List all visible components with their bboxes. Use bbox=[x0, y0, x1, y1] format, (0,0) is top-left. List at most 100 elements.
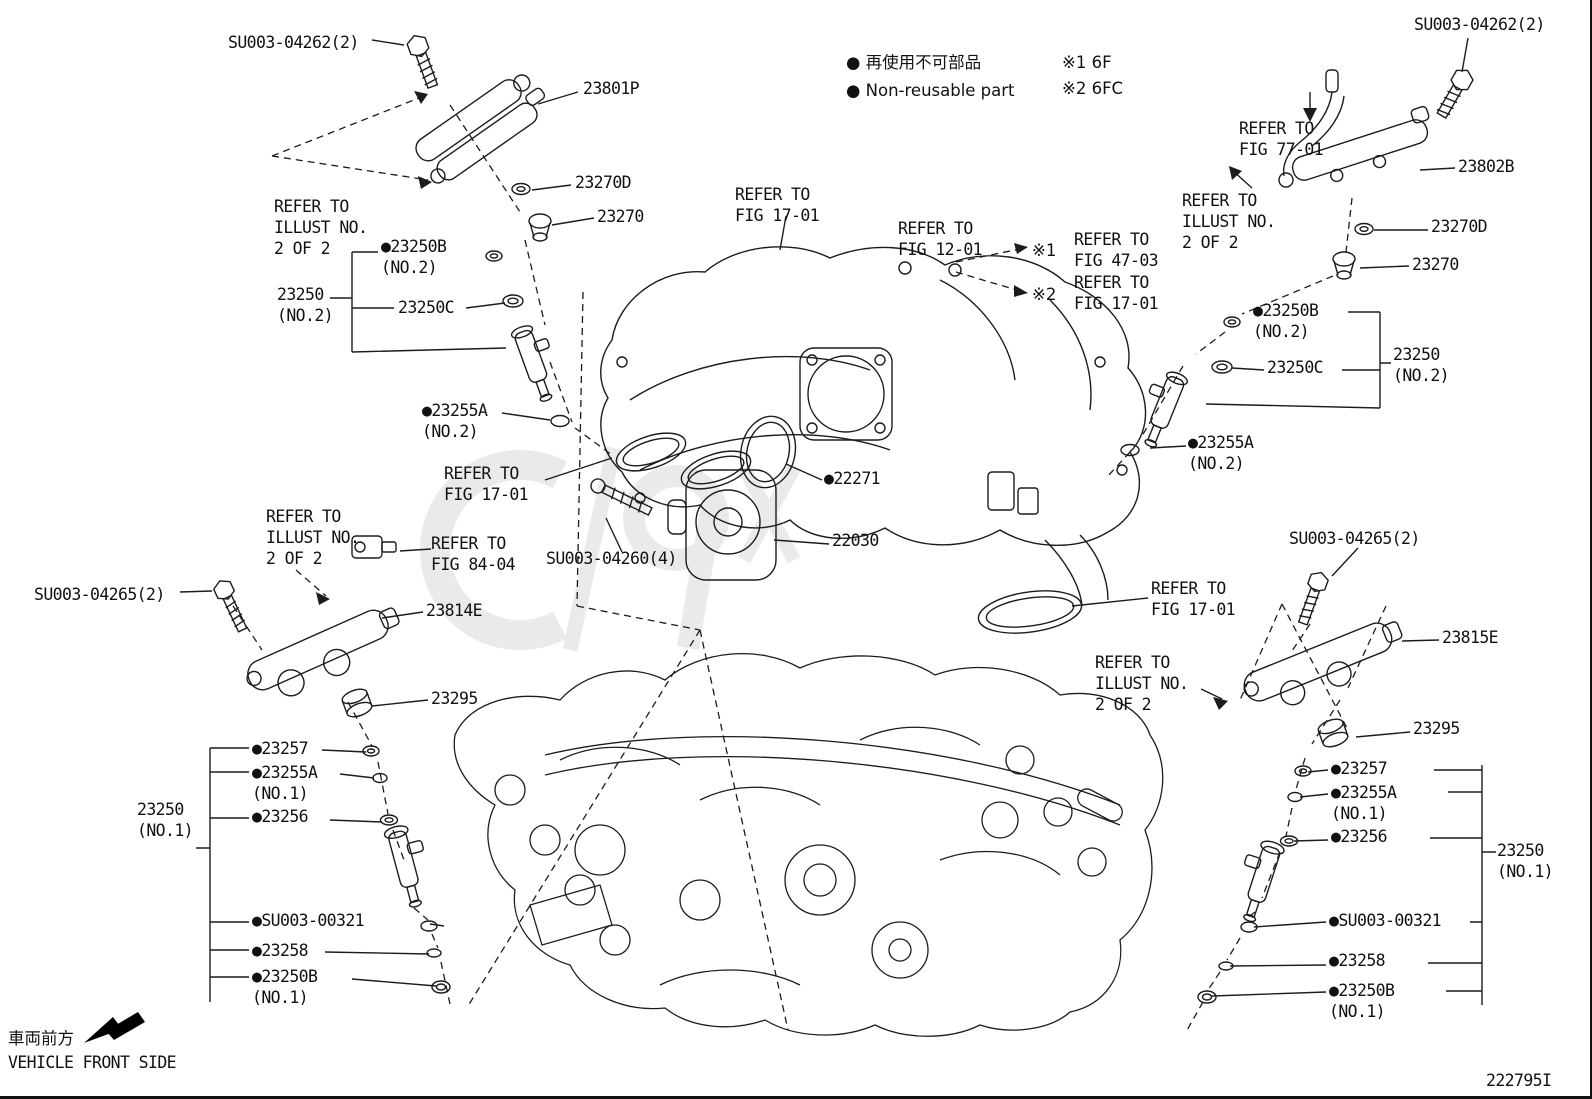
legend-note1: ※1 6F bbox=[1062, 53, 1112, 72]
diagram-id: 222795I bbox=[1486, 1071, 1552, 1090]
bolt-icon bbox=[212, 580, 248, 633]
part-label-22271: ●22271 bbox=[824, 469, 881, 488]
oring-23255a-no1-left bbox=[372, 772, 388, 784]
injector-no1-left bbox=[383, 825, 424, 908]
ref-fig-77-01: REFER TO FIG 77-01 bbox=[1239, 119, 1324, 159]
vehicle-front-label-jp: 車両前方 bbox=[8, 1029, 74, 1048]
injector-top-right bbox=[1144, 371, 1189, 448]
part-label-23255a-no2-left: ●23255A (NO.2) bbox=[422, 401, 488, 441]
legend-note2: ※2 6FC bbox=[1062, 79, 1124, 98]
washer-23257-right bbox=[1294, 765, 1312, 777]
ref-fig-17-01-bottom: REFER TO FIG 17-01 bbox=[1151, 579, 1236, 619]
washer-23258-right bbox=[1218, 961, 1234, 971]
washer-23256-right bbox=[1279, 835, 1299, 847]
part-label-23250-no1-left: 23250 (NO.1) bbox=[137, 800, 194, 840]
ref-fig-17-01-note2: REFER TO FIG 17-01 bbox=[1074, 273, 1159, 313]
oring-su003-00321-left bbox=[420, 920, 438, 932]
washer-23256-left bbox=[379, 814, 399, 826]
leader-lines bbox=[179, 37, 1496, 1005]
bolt-icon bbox=[1297, 571, 1329, 626]
note2-mark: ※2 bbox=[1032, 285, 1057, 304]
fuel-rail-23815e bbox=[1243, 621, 1403, 706]
part-label-23255a-no1-right: ●23255A (NO.1) bbox=[1331, 783, 1397, 823]
bolt-icon bbox=[406, 34, 439, 90]
part-label-23257-right: ●23257 bbox=[1331, 759, 1388, 778]
oring-su003-00321-right bbox=[1240, 921, 1258, 933]
oring-23255a-right bbox=[1120, 443, 1140, 457]
part-label-23250b-no2-right: ●23250B (NO.2) bbox=[1253, 301, 1319, 341]
bolt-icon bbox=[1436, 69, 1474, 119]
part-label-23250-no2-left: 23250 (NO.2) bbox=[277, 285, 334, 325]
fuel-rail-23814e bbox=[246, 607, 400, 697]
part-label-su003-04265-left: SU003-04265(2) bbox=[34, 585, 165, 604]
seal-23250b-left bbox=[485, 250, 503, 262]
vehicle-front-label-en: VEHICLE FRONT SIDE bbox=[8, 1053, 177, 1072]
gasket-ovals bbox=[615, 415, 1083, 634]
vehicle-front-arrow-icon bbox=[84, 1012, 145, 1043]
insulator-23270-left bbox=[528, 213, 552, 242]
part-label-23250c-left: 23250C bbox=[398, 298, 455, 317]
ref-fig-17-01-top: REFER TO FIG 17-01 bbox=[735, 185, 820, 225]
fuel-pipe-23802b bbox=[1278, 69, 1430, 188]
throttle-body-22030 bbox=[667, 469, 777, 581]
part-label-23250c-right: 23250C bbox=[1267, 358, 1324, 377]
ref-fig-84-04: REFER TO FIG 84-04 bbox=[431, 534, 516, 574]
grommet-23250c-right bbox=[1211, 360, 1233, 374]
part-label-23814e: 23814E bbox=[426, 601, 483, 620]
throttle-flange bbox=[799, 347, 893, 441]
seal-23250b-right bbox=[1223, 316, 1241, 328]
ref-fig-47-03: REFER TO FIG 47-03 bbox=[1074, 230, 1159, 270]
part-label-23250b-no2-left: ●23250B (NO.2) bbox=[381, 237, 447, 277]
oring-23255a-left bbox=[550, 414, 570, 428]
part-label-23255a-no1-left: ●23255A (NO.1) bbox=[252, 763, 318, 803]
insulator-23270-right bbox=[1332, 251, 1356, 280]
part-label-23256-left: ●23256 bbox=[252, 807, 309, 826]
part-label-23250-no2-right: 23250 (NO.2) bbox=[1393, 345, 1450, 385]
injector-top-left bbox=[510, 325, 553, 402]
part-label-23815e: 23815E bbox=[1442, 628, 1499, 647]
part-label-23270d-left: 23270D bbox=[575, 173, 632, 192]
part-label-23256-right: ●23256 bbox=[1331, 827, 1388, 846]
part-label-23250b-no1-left: ●23250B (NO.1) bbox=[252, 967, 318, 1007]
part-label-23802b: 23802B bbox=[1458, 157, 1515, 176]
watermark bbox=[420, 446, 801, 652]
spacer-23295-left bbox=[341, 688, 373, 718]
part-label-23258-right: ●23258 bbox=[1329, 951, 1386, 970]
ref-illust-top-right: REFER TO ILLUST NO. 2 OF 2 bbox=[1182, 191, 1276, 252]
part-label-23801p: 23801P bbox=[583, 79, 640, 98]
part-label-su003-04260: SU003-04260(4) bbox=[546, 549, 677, 568]
arrowheads bbox=[316, 91, 1317, 710]
washer-23270d-left bbox=[511, 182, 531, 196]
part-label-23295-left: 23295 bbox=[431, 689, 478, 708]
note1-mark: ※1 bbox=[1032, 241, 1057, 260]
intake-manifold bbox=[600, 246, 1147, 607]
ref-fig-17-01-left: REFER TO FIG 17-01 bbox=[444, 464, 529, 504]
ref-fig-12-01: REFER TO FIG 12-01 bbox=[898, 219, 983, 259]
part-label-23250-no1-right: 23250 (NO.1) bbox=[1497, 841, 1554, 881]
ref-illust-mid-left: REFER TO ILLUST NO. 2 OF 2 bbox=[266, 507, 360, 568]
washer-23258-left bbox=[426, 948, 442, 958]
seal-23250b-no1-left bbox=[431, 980, 451, 994]
gasket-fig-17-01 bbox=[977, 590, 1083, 634]
parts-drawing bbox=[212, 34, 1474, 1037]
part-label-23258-left: ●23258 bbox=[252, 941, 309, 960]
ref-illust-top-left: REFER TO ILLUST NO. 2 OF 2 bbox=[274, 197, 368, 258]
part-label-23255a-no2-right: ●23255A (NO.2) bbox=[1188, 433, 1254, 473]
oring-23255a-no1-right bbox=[1287, 791, 1303, 803]
part-label-22030: 22030 bbox=[832, 531, 879, 550]
part-label-23270-right: 23270 bbox=[1412, 255, 1459, 274]
part-label-su003-04265-right: SU003-04265(2) bbox=[1289, 529, 1420, 548]
part-label-su003-04262-right: SU003-04262(2) bbox=[1414, 15, 1545, 34]
engine-block bbox=[453, 653, 1164, 1037]
washer-23270d-right bbox=[1354, 222, 1374, 236]
gasket-22271 bbox=[739, 415, 797, 489]
fuel-pipe-23801p bbox=[415, 74, 546, 184]
part-label-23257-left: ●23257 bbox=[252, 739, 309, 758]
legend-non-reusable-en: ● Non-reusable part bbox=[846, 81, 1015, 100]
part-label-23295-right: 23295 bbox=[1413, 719, 1460, 738]
injector-no1-right bbox=[1243, 840, 1285, 923]
spacer-23295-right bbox=[1317, 718, 1349, 748]
sensor-fig-84-04 bbox=[351, 535, 397, 559]
